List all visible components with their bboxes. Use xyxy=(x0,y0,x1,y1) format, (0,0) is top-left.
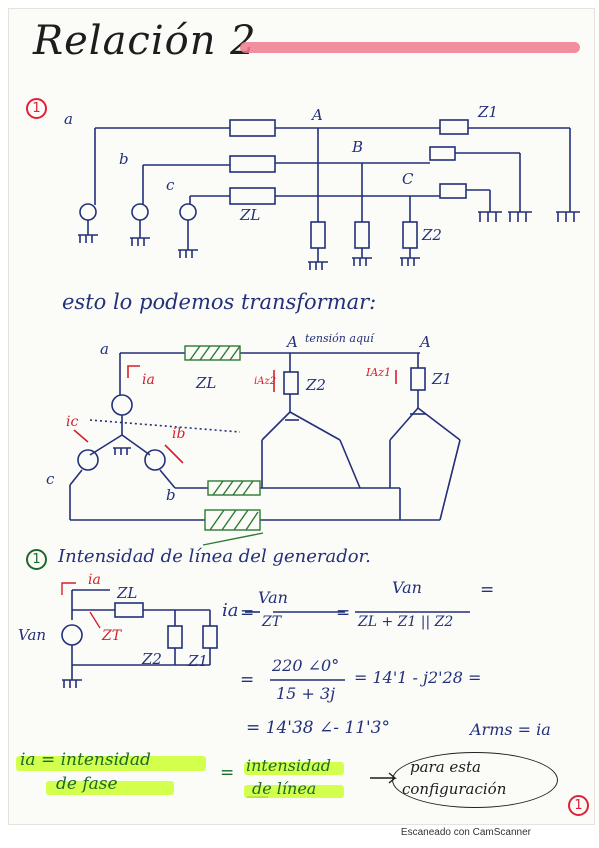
c2-z1-label: Z1 xyxy=(432,370,452,388)
eq3-unit: Arms = ia xyxy=(470,720,551,739)
ia-current-label: ia xyxy=(142,372,155,388)
eq1-lhs: ia xyxy=(222,600,239,621)
c2-z2-label: Z2 xyxy=(306,376,326,394)
section-heading: Intensidad de línea del generador. xyxy=(58,546,371,567)
note-equals: = xyxy=(220,763,235,783)
section-badge-1: 1 xyxy=(26,98,47,119)
notebook-page xyxy=(8,8,595,825)
iaz2-current-label: iAz2 xyxy=(254,376,277,387)
ic-current-label: ic xyxy=(66,414,79,430)
c2-node-A2: A xyxy=(420,333,431,351)
transform-text: esto lo podemos transformar: xyxy=(62,290,377,314)
c2-node-b: b xyxy=(166,486,176,504)
ib-current-label: ib xyxy=(172,426,186,442)
z2-label: Z2 xyxy=(422,226,442,244)
node-A-label: A xyxy=(312,106,323,124)
z1-label: Z1 xyxy=(478,103,498,121)
note-right-line2: configuración xyxy=(402,780,507,798)
c3-z2-label: Z2 xyxy=(142,650,162,668)
node-b-label: b xyxy=(119,150,129,168)
section-badge-2: 1 xyxy=(26,549,47,570)
note-ellipse xyxy=(392,752,558,808)
c3-z1-label: Z1 xyxy=(188,652,208,670)
eq3-value: = 14'38 ∠- 11'3° xyxy=(246,718,391,738)
highlight-left-2 xyxy=(46,781,174,795)
note-mid-line2: de línea xyxy=(252,779,317,798)
node-a-label: a xyxy=(64,110,73,128)
eq2-num: 220 ∠0° xyxy=(272,656,340,675)
c2-node-c: c xyxy=(46,470,55,488)
node-B-label: B xyxy=(352,138,364,156)
c2-zl-label: ZL xyxy=(196,374,217,392)
node-c-label: c xyxy=(166,176,175,194)
iaz1-current-label: IAz1 xyxy=(366,366,392,379)
c2-node-a: a xyxy=(100,340,109,358)
c2-node-A1: A xyxy=(287,333,298,351)
highlight-mid-1 xyxy=(244,762,344,775)
eq1-den1: ZT xyxy=(262,614,282,630)
page-number-badge: 1 xyxy=(568,795,589,816)
eq2-rhs: = 14'1 - j2'28 = xyxy=(354,668,482,687)
tension-note: tensión aquí xyxy=(305,332,374,345)
eq1-num2: Van xyxy=(392,578,422,597)
node-C-label: C xyxy=(402,170,414,188)
note-left-line1: ia = intensidad xyxy=(20,750,151,770)
van-label: Van xyxy=(18,626,47,644)
c3-ia-label: ia xyxy=(88,572,101,588)
eq1-den2: ZL + Z1 || Z2 xyxy=(358,614,454,630)
note-right-line1: para esta xyxy=(410,758,481,776)
c3-zt-label: ZT xyxy=(102,628,122,644)
highlight-left-1 xyxy=(16,756,206,771)
eq1-num1: Van xyxy=(258,588,288,607)
note-mid-line1: intensidad xyxy=(246,756,331,775)
page-title: Relación 2 xyxy=(33,18,257,64)
scanner-footer: Escaneado con CamScanner xyxy=(400,827,531,838)
eq2-den: 15 + 3j xyxy=(276,684,336,703)
c3-zl-label: ZL xyxy=(117,584,138,602)
title-highlight-bar xyxy=(240,42,580,53)
zl-label: ZL xyxy=(240,206,261,224)
note-left-line2: de fase xyxy=(56,774,118,794)
highlight-mid-2 xyxy=(244,785,344,798)
